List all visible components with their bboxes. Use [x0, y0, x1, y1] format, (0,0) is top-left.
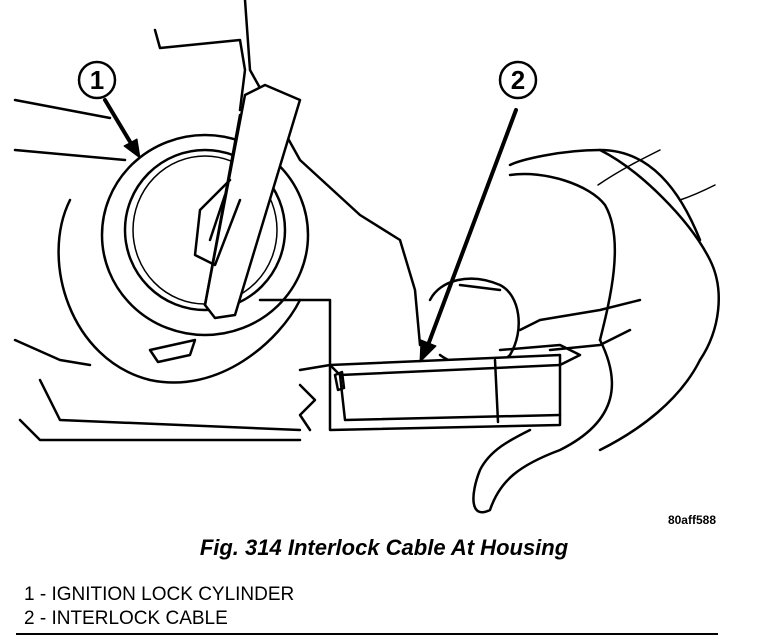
bottom-rule — [16, 633, 718, 635]
figure-caption: Fig. 314 Interlock Cable At Housing — [199, 535, 569, 560]
callout-2-leader — [426, 108, 518, 347]
interlock-cable-connector — [328, 343, 582, 432]
interlock-cable-illustration: 1 2 — [13, 0, 720, 514]
callout-2-circle — [498, 60, 538, 100]
callout-1-leader — [103, 98, 134, 147]
hand — [428, 148, 720, 514]
callout-1-number: 1 — [90, 65, 104, 95]
callout-1: 1 — [77, 60, 141, 159]
callout-2-arrowhead — [419, 339, 437, 363]
callout-1-circle — [77, 60, 117, 100]
legend-item-1: 1 - IGNITION LOCK CYLINDER — [24, 584, 295, 605]
legend-item-2: 2 - INTERLOCK CABLE — [24, 608, 228, 629]
legend: 1 - IGNITION LOCK CYLINDER 2 - INTERLOCK… — [24, 583, 294, 631]
callout-2-number: 2 — [511, 65, 525, 95]
figure-id: 80aff588 — [667, 513, 716, 527]
callout-1-arrowhead — [123, 138, 141, 159]
callout-2: 2 — [419, 60, 538, 363]
ignition-key — [193, 83, 302, 320]
ignition-lock-cylinder — [57, 133, 310, 384]
